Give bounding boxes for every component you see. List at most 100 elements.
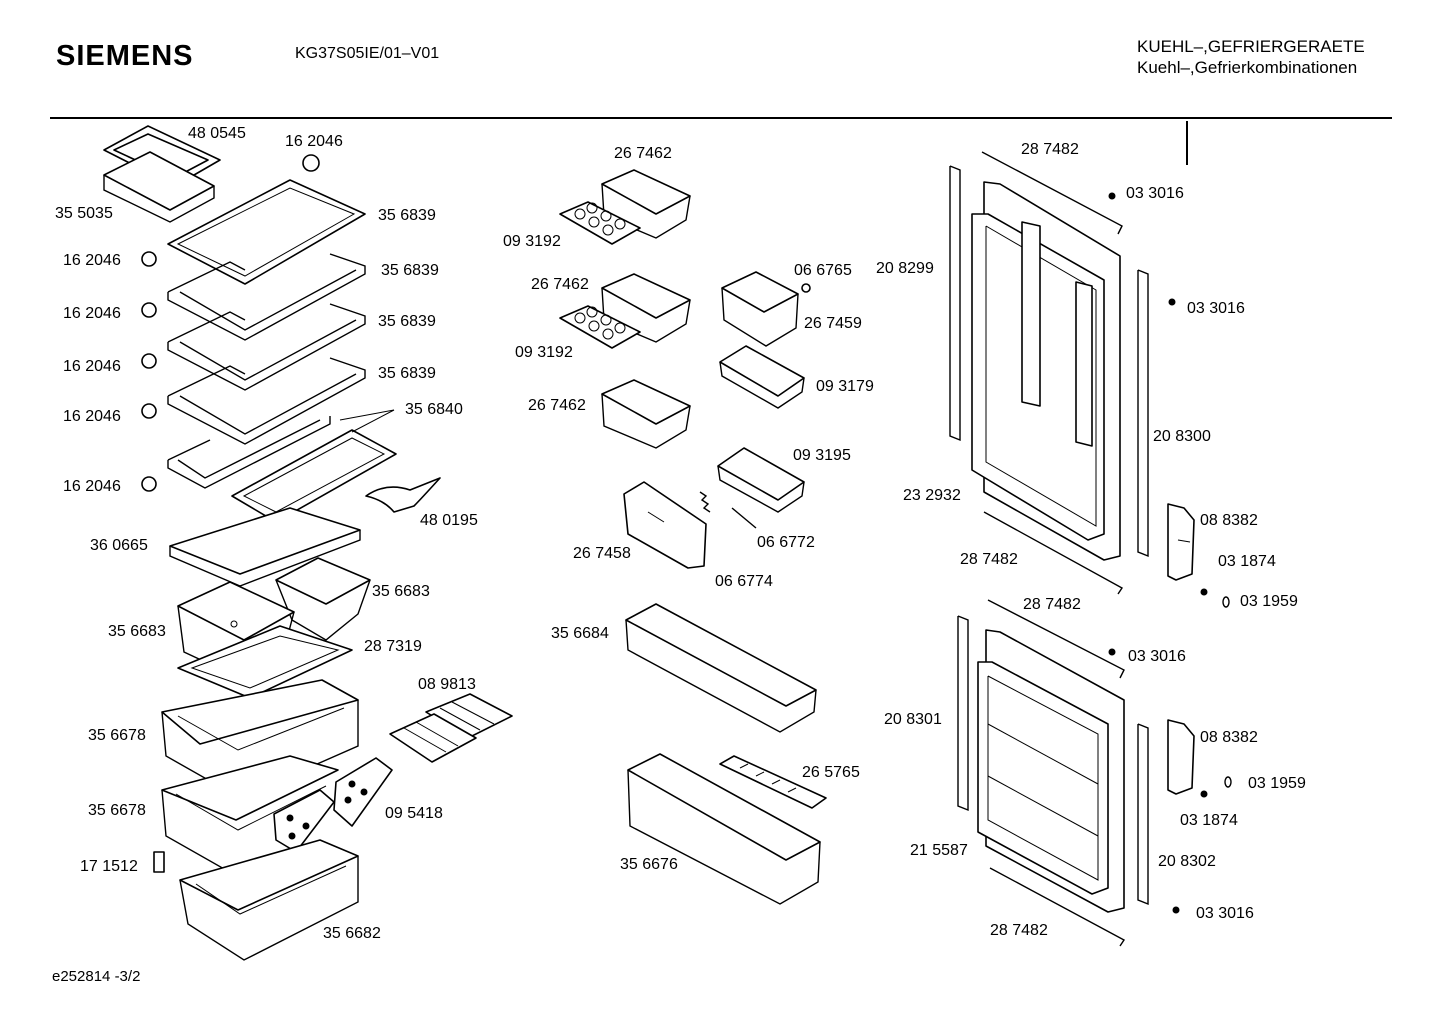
spring-066774 — [699, 491, 711, 513]
door-bin-267462-2 — [601, 273, 691, 343]
part-number-label: 35 6683 — [108, 623, 166, 640]
screw-066765 — [801, 283, 811, 293]
frame-287319 — [177, 625, 353, 699]
category-title: KUEHL–,GEFRIERGERAETE — [1137, 37, 1365, 56]
crisper-tray-small — [103, 125, 221, 223]
knob-column — [141, 251, 157, 492]
part-number-label: 03 1874 — [1180, 812, 1238, 829]
part-number-label: 16 2046 — [63, 305, 121, 322]
flap-480195 — [365, 477, 441, 513]
part-number-label: 20 8299 — [876, 260, 934, 277]
door-bin-267462-3 — [601, 379, 691, 449]
egg-tray-093192-1 — [559, 201, 641, 245]
egg-tray-093192-2 — [559, 305, 641, 349]
part-number-label: 26 7462 — [531, 276, 589, 293]
part-number-label: 20 8300 — [1153, 428, 1211, 445]
ice-tray-089813 — [389, 693, 513, 763]
part-number-label: 03 1959 — [1248, 775, 1306, 792]
lid-267459 — [721, 271, 799, 347]
part-number-label: 48 0195 — [420, 512, 478, 529]
shelf-rail-5 — [167, 416, 331, 489]
header-rule — [50, 117, 1392, 119]
part-number-label: 09 3192 — [515, 344, 573, 361]
category-subtitle: Kuehl–,Gefrierkombinationen — [1137, 58, 1358, 77]
part-number-label: 09 3179 — [816, 378, 874, 395]
drawer-356683-right — [275, 557, 371, 641]
knob-162046-top — [302, 154, 320, 172]
part-number-label: 17 1512 — [80, 858, 138, 875]
tray-093179 — [719, 345, 805, 409]
part-number-label: 16 2046 — [285, 133, 343, 150]
part-number-label: 26 7462 — [614, 145, 672, 162]
part-number-label: 23 2932 — [903, 487, 961, 504]
part-number-label: 35 6840 — [405, 401, 463, 418]
part-number-label: 35 6839 — [378, 207, 436, 224]
part-number-label: 09 3192 — [503, 233, 561, 250]
part-number-label: 08 9813 — [418, 676, 476, 693]
part-number-label: 28 7482 — [990, 922, 1048, 939]
part-number-label: 06 6774 — [715, 573, 773, 590]
lower-hinge-088382 — [1167, 719, 1195, 795]
tray-093195 — [717, 447, 805, 513]
glass-shelf-2 — [167, 253, 366, 341]
drawing-id: e252814 -3/2 — [52, 968, 141, 985]
shelf-frame-356840 — [231, 409, 397, 523]
part-number-label: 48 0545 — [188, 125, 246, 142]
door-shelf-356676 — [627, 753, 821, 905]
part-number-label: 03 3016 — [1196, 905, 1254, 922]
clip-171512 — [153, 851, 165, 873]
glass-shelf-4 — [167, 357, 366, 445]
model-number: KG37S05IE/01–V01 — [295, 45, 440, 62]
part-number-label: 35 6678 — [88, 727, 146, 744]
part-number-label: 35 6676 — [620, 856, 678, 873]
part-number-label: 03 3016 — [1187, 300, 1245, 317]
part-number-label: 35 6682 — [323, 925, 381, 942]
upper-hinge-088382 — [1167, 503, 1195, 581]
part-number-label: 35 5035 — [55, 205, 113, 222]
part-number-label: 08 8382 — [1200, 729, 1258, 746]
part-number-label: 03 3016 — [1126, 185, 1184, 202]
part-number-label: 26 5765 — [802, 764, 860, 781]
drawer-356682 — [179, 839, 359, 961]
door-bin-267462-1 — [601, 169, 691, 239]
part-number-label: 35 6839 — [378, 313, 436, 330]
part-number-label: 03 1959 — [1240, 593, 1298, 610]
door-shelf-356684 — [625, 603, 817, 733]
part-number-label: 16 2046 — [63, 408, 121, 425]
upper-door — [949, 151, 1149, 595]
part-number-label: 28 7482 — [1023, 596, 1081, 613]
header-tick — [1186, 121, 1188, 165]
part-number-label: 35 6684 — [551, 625, 609, 642]
part-number-label: 35 6839 — [381, 262, 439, 279]
part-number-label: 16 2046 — [63, 478, 121, 495]
part-number-label: 03 3016 — [1128, 648, 1186, 665]
part-number-label: 26 7458 — [573, 545, 631, 562]
part-number-label: 09 5418 — [385, 805, 443, 822]
part-number-label: 09 3195 — [793, 447, 851, 464]
part-number-label: 20 8302 — [1158, 853, 1216, 870]
part-number-label: 36 0665 — [90, 537, 148, 554]
part-number-label: 20 8301 — [884, 711, 942, 728]
divider-265765 — [719, 755, 827, 809]
part-number-label: 28 7319 — [364, 638, 422, 655]
part-number-label: 28 7482 — [1021, 141, 1079, 158]
part-number-label: 26 7459 — [804, 315, 862, 332]
brand-logo: SIEMENS — [56, 40, 194, 72]
cover-267458 — [623, 481, 707, 569]
part-number-label: 03 1874 — [1218, 553, 1276, 570]
part-number-label: 06 6772 — [757, 534, 815, 551]
cold-pack-095418 — [273, 757, 393, 853]
part-number-label: 35 6839 — [378, 365, 436, 382]
pin-066772 — [731, 507, 757, 529]
part-number-label: 35 6683 — [372, 583, 430, 600]
glass-shelf-3 — [167, 303, 366, 391]
part-number-label: 06 6765 — [794, 262, 852, 279]
part-number-label: 16 2046 — [63, 252, 121, 269]
part-number-label: 08 8382 — [1200, 512, 1258, 529]
part-number-label: 35 6678 — [88, 802, 146, 819]
part-number-label: 28 7482 — [960, 551, 1018, 568]
part-labels: 48 0545 16 2046 35 5035 35 6839 16 2046 35 68… — [55, 125, 1306, 942]
part-number-label: 21 5587 — [910, 842, 968, 859]
part-number-label: 26 7462 — [528, 397, 586, 414]
